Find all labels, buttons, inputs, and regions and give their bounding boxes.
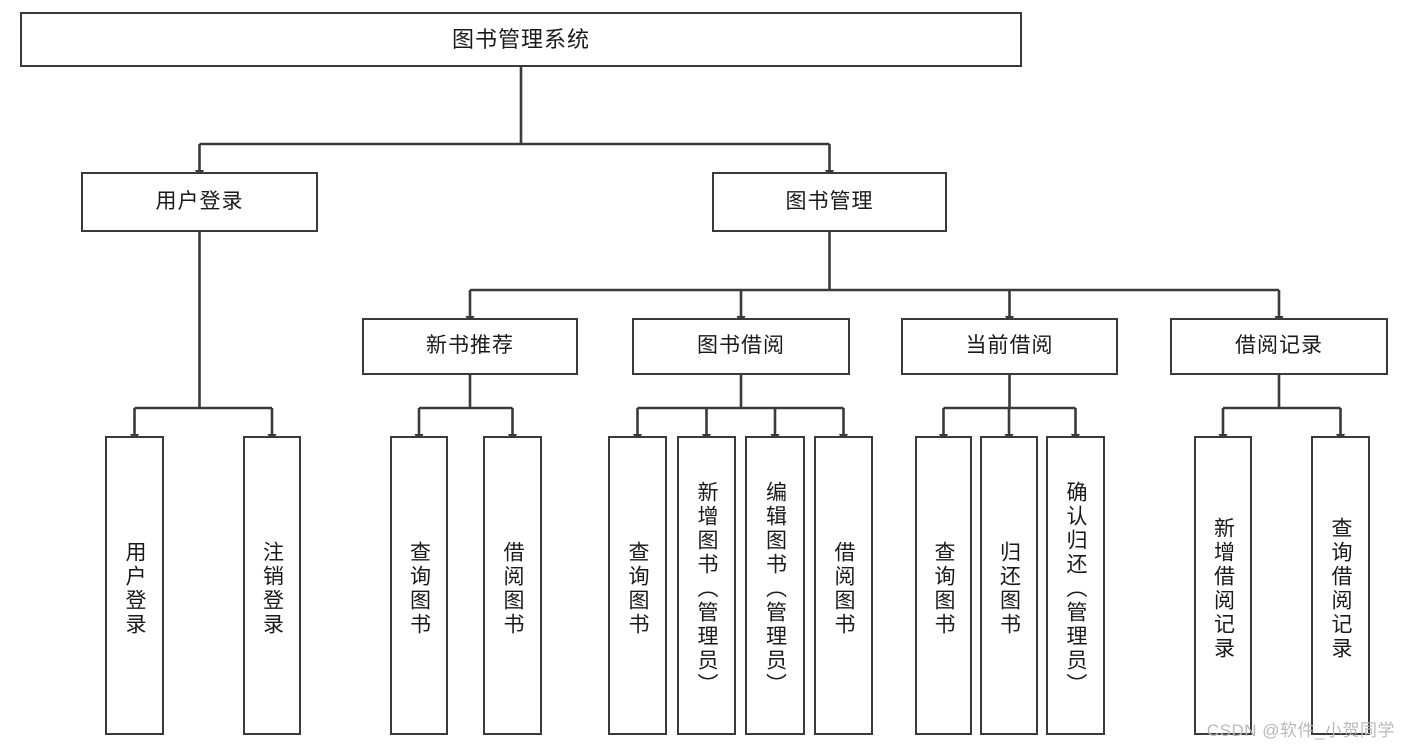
node-new-book-rec[interactable]: 新书推荐 <box>362 318 578 375</box>
leaf-node-leaf-return-book[interactable]: 归还图书 <box>980 436 1038 735</box>
node-label: 查询图书 <box>626 540 649 637</box>
node-label: 查询借阅记录 <box>1329 516 1352 661</box>
leaf-node-leaf-confirm-return[interactable]: 确认归还（管理员） <box>1046 436 1105 735</box>
leaf-node-leaf-add-book[interactable]: 新增图书（管理员） <box>677 436 736 735</box>
node-user-login[interactable]: 用户登录 <box>81 172 318 232</box>
node-label: 借阅图书 <box>501 540 524 637</box>
leaf-node-leaf-add-record[interactable]: 新增借阅记录 <box>1194 436 1252 735</box>
node-label: 用户登录 <box>123 540 146 637</box>
leaf-node-leaf-edit-book[interactable]: 编辑图书（管理员） <box>745 436 805 735</box>
node-book-manage[interactable]: 图书管理 <box>712 172 947 232</box>
node-label: 编辑图书（管理员） <box>763 480 787 697</box>
node-label: 查询图书 <box>932 540 955 637</box>
leaf-node-leaf-user-login[interactable]: 用户登录 <box>105 436 164 735</box>
root-node-root[interactable]: 图书管理系统 <box>20 12 1022 67</box>
node-label: 新书推荐 <box>426 334 514 358</box>
leaf-node-leaf-borrow-book-1[interactable]: 借阅图书 <box>483 436 542 735</box>
node-label: 当前借阅 <box>965 334 1054 358</box>
node-current-borrow[interactable]: 当前借阅 <box>901 318 1118 375</box>
leaf-node-leaf-borrow-book-2[interactable]: 借阅图书 <box>814 436 873 735</box>
node-label: 图书管理 <box>785 189 874 213</box>
node-borrow-record[interactable]: 借阅记录 <box>1170 318 1388 375</box>
node-label: 用户登录 <box>155 189 244 213</box>
node-book-borrow[interactable]: 图书借阅 <box>632 318 850 375</box>
node-label: 注销登录 <box>260 540 284 637</box>
leaf-node-leaf-logout[interactable]: 注销登录 <box>243 436 301 735</box>
node-label: 图书借阅 <box>697 334 785 358</box>
node-label: 新增图书（管理员） <box>695 480 718 697</box>
leaf-node-leaf-query-book-2[interactable]: 查询图书 <box>608 436 667 735</box>
leaf-node-leaf-query-book-1[interactable]: 查询图书 <box>390 436 448 735</box>
node-label: 确认归还（管理员） <box>1064 480 1087 697</box>
node-label: 新增借阅记录 <box>1211 516 1235 661</box>
leaf-node-leaf-query-book-3[interactable]: 查询图书 <box>915 436 972 735</box>
node-label: 查询图书 <box>407 540 431 637</box>
node-label: 借阅图书 <box>832 540 855 637</box>
node-label: 借阅记录 <box>1235 334 1323 358</box>
node-label: 归还图书 <box>997 540 1021 637</box>
leaf-node-leaf-query-record[interactable]: 查询借阅记录 <box>1311 436 1370 735</box>
node-label: 图书管理系统 <box>451 26 590 52</box>
